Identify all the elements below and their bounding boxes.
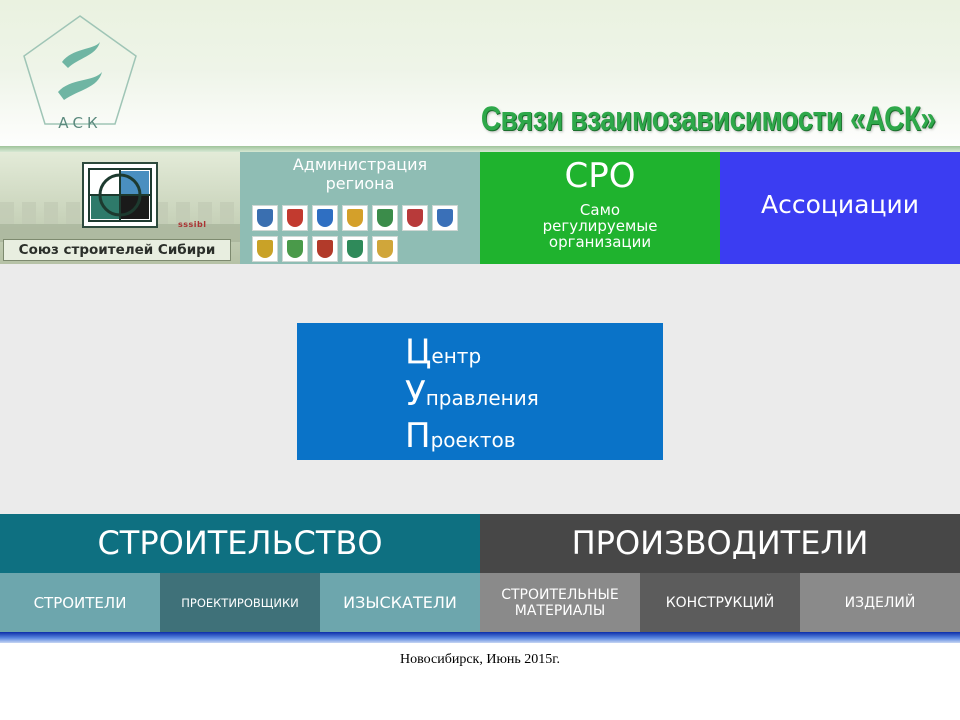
structures-tile[interactable]: КОНСТРУКЦИЙ	[640, 573, 800, 632]
middle-area: Центр Управления Проектов	[0, 264, 960, 514]
crest-icon	[312, 205, 338, 231]
building-materials-tile[interactable]: СТРОИТЕЛЬНЫЕ МАТЕРИАЛЫ	[480, 573, 640, 632]
crest-icon	[372, 205, 398, 231]
logo-text: АСК	[58, 114, 102, 132]
crest-icon	[372, 236, 398, 262]
ask-pentagon-logo-icon	[23, 15, 137, 125]
crest-icon	[252, 205, 278, 231]
products-label: ИЗДЕЛИЙ	[844, 594, 916, 611]
footer-text: Новосибирск, Июнь 2015г.	[400, 652, 560, 667]
building-materials-line2: МАТЕРИАЛЫ	[514, 602, 606, 619]
surveyors-tile[interactable]: ИЗЫСКАТЕЛИ	[320, 573, 480, 632]
page-title: Связи взаимозависимости «АСК»	[481, 100, 936, 138]
center-line-3: Проектов	[405, 417, 539, 459]
associations-tile[interactable]: Ассоциации	[720, 152, 960, 264]
crest-icon	[432, 205, 458, 231]
crest-icon	[342, 205, 368, 231]
construction-header[interactable]: СТРОИТЕЛЬСТВО	[0, 514, 480, 573]
crest-icon	[252, 236, 278, 262]
crest-icon	[342, 236, 368, 262]
center-line-3-initial: П	[405, 416, 431, 456]
sro-sub-line3: организации	[548, 233, 652, 251]
surveyors-label: ИЗЫСКАТЕЛИ	[343, 593, 457, 612]
sro-title: СРО	[564, 156, 636, 196]
slide-header: АСК Связи взаимозависимости «АСК»	[0, 0, 960, 152]
building-materials-line1: СТРОИТЕЛЬНЫЕ	[501, 586, 619, 603]
admin-tile[interactable]: Администрация региона	[240, 152, 480, 264]
union-emblem	[82, 162, 158, 228]
union-tile[interactable]: sssibl Союз строителей Сибири	[0, 152, 240, 264]
union-emblem-icon	[88, 168, 152, 222]
center-line-1-rest: ентр	[431, 344, 482, 368]
footer-divider	[0, 632, 960, 643]
union-label: Союз строителей Сибири	[3, 239, 231, 261]
center-line-1: Центр	[405, 333, 539, 375]
center-line-2: Управления	[405, 375, 539, 417]
sro-tile[interactable]: СРО Само регулируемые организации	[480, 152, 720, 264]
admin-title-line1: Администрация	[292, 155, 428, 174]
sro-sub-line2: регулируемые	[542, 217, 658, 235]
associations-title: Ассоциации	[761, 190, 919, 219]
ask-logo: АСК	[18, 12, 142, 134]
region-crests	[250, 205, 476, 264]
center-line-2-initial: У	[405, 374, 426, 414]
header-divider	[0, 146, 960, 152]
center-line-3-rest: роектов	[430, 428, 516, 452]
products-tile[interactable]: ИЗДЕЛИЙ	[800, 573, 960, 632]
center-line-1-initial: Ц	[405, 332, 432, 372]
designers-label: ПРОЕКТИРОВЩИКИ	[181, 595, 299, 610]
project-center-lines: Центр Управления Проектов	[405, 333, 539, 459]
builders-tile[interactable]: СТРОИТЕЛИ	[0, 573, 160, 632]
union-badge: sssibl	[178, 220, 207, 229]
structures-label: КОНСТРУКЦИЙ	[665, 594, 775, 611]
crest-icon	[312, 236, 338, 262]
builders-label: СТРОИТЕЛИ	[33, 593, 127, 612]
crest-icon	[282, 205, 308, 231]
top-row: sssibl Союз строителей Сибири Администра…	[0, 152, 960, 264]
sro-sub-line1: Само	[579, 201, 621, 219]
admin-title: Администрация региона	[240, 155, 480, 193]
sro-subtitle: Само регулируемые организации	[480, 202, 720, 250]
crest-icon	[282, 236, 308, 262]
designers-tile[interactable]: ПРОЕКТИРОВЩИКИ	[160, 573, 320, 632]
project-center-box[interactable]: Центр Управления Проектов	[297, 323, 663, 460]
admin-title-line2: региона	[325, 174, 395, 193]
bottom-row: СТРОИТЕЛЬСТВО ПРОИЗВОДИТЕЛИ СТРОИТЕЛИ ПР…	[0, 514, 960, 632]
producers-header[interactable]: ПРОИЗВОДИТЕЛИ	[480, 514, 960, 573]
crest-icon	[402, 205, 428, 231]
center-line-2-rest: правления	[425, 386, 539, 410]
